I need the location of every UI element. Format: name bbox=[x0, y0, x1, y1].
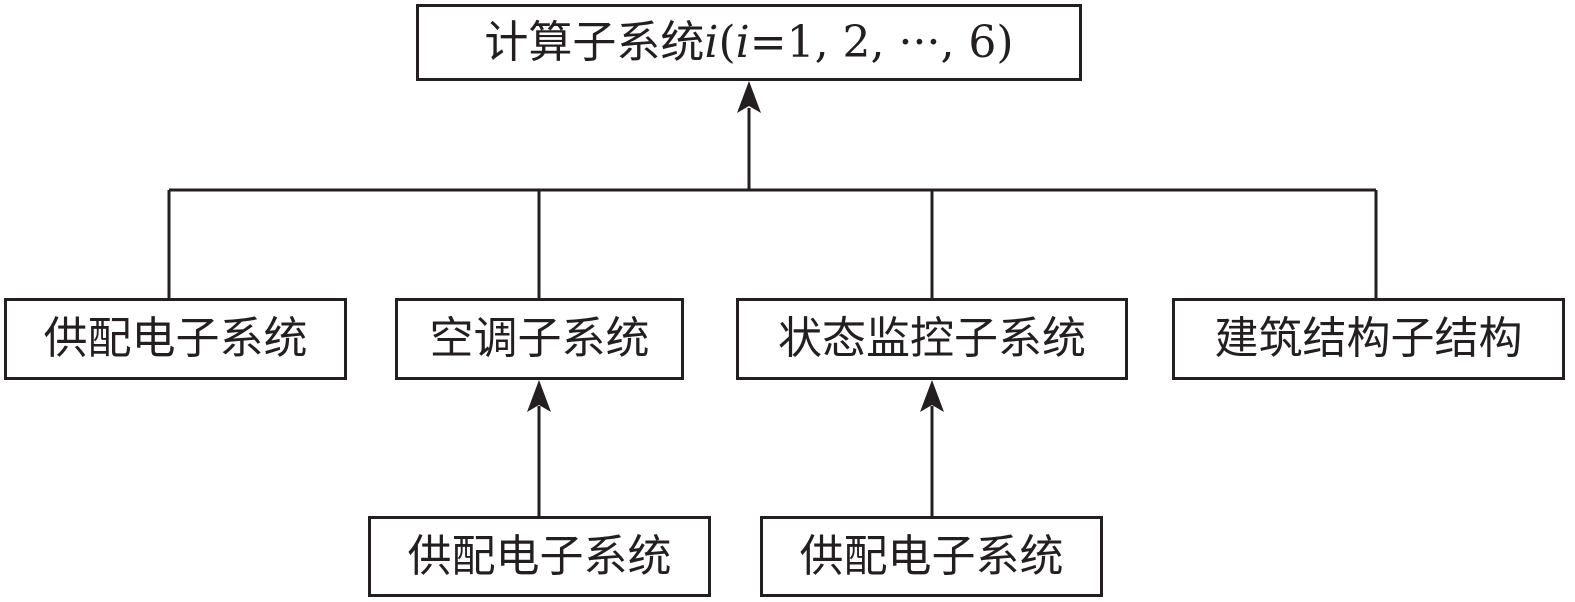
node-power-distribution-sub-hvac: 供配电子系统 bbox=[368, 516, 711, 597]
top-node-label-var: i bbox=[704, 16, 719, 68]
node-label: 供配电子系统 bbox=[799, 530, 1064, 582]
node-label: 状态监控子系统 bbox=[778, 313, 1086, 364]
node-label: 建筑结构子结构 bbox=[1214, 313, 1523, 364]
top-node-label-rest: =1, 2, ···, 6) bbox=[749, 16, 1014, 68]
node-label: 供配电子系统 bbox=[407, 530, 672, 582]
arrow-to-monitor-head bbox=[920, 380, 944, 412]
arrow-to-hvac-head bbox=[527, 380, 551, 412]
top-node-label-var2: i bbox=[735, 16, 750, 68]
arrow-to-top-head bbox=[737, 81, 761, 113]
top-node-label-prefix: 计算子系统 bbox=[484, 16, 705, 68]
node-power-distribution-sub-monitor: 供配电子系统 bbox=[760, 516, 1103, 597]
node-building-structure: 建筑结构子结构 bbox=[1172, 298, 1565, 380]
top-node-computing-subsystem: 计算子系统i(i=1, 2, ···, 6) bbox=[416, 4, 1082, 81]
top-node-label-open: ( bbox=[718, 16, 736, 68]
node-status-monitoring: 状态监控子系统 bbox=[736, 298, 1128, 380]
node-label: 空调子系统 bbox=[429, 313, 650, 364]
node-hvac: 空调子系统 bbox=[395, 298, 684, 380]
node-label: 供配电子系统 bbox=[43, 313, 308, 364]
node-power-distribution: 供配电子系统 bbox=[4, 298, 347, 380]
top-node-label: 计算子系统i(i=1, 2, ···, 6) bbox=[484, 16, 1014, 68]
